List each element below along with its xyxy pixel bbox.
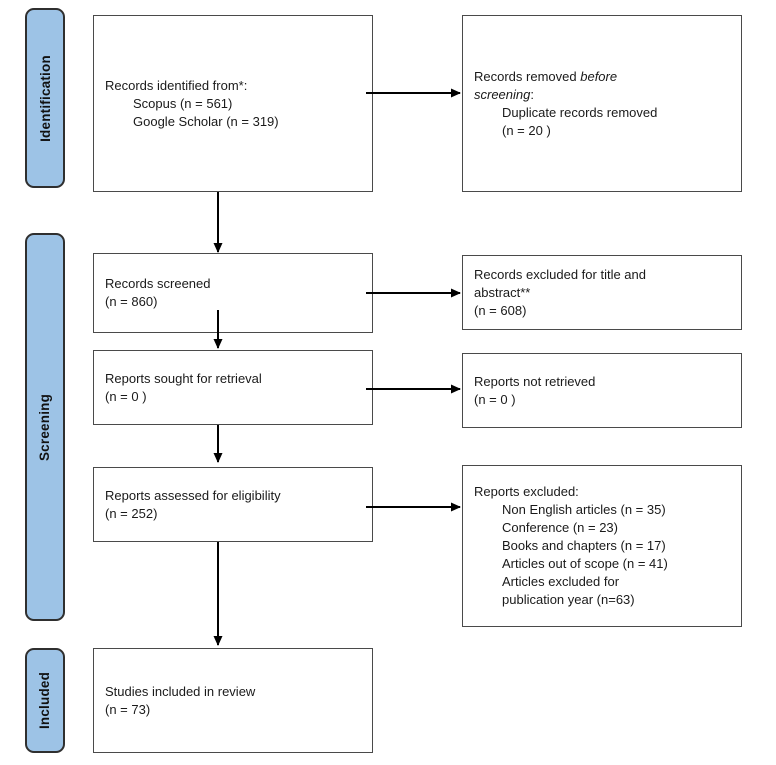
records-excluded-line2: abstract**	[474, 284, 531, 300]
box-studies-included: Studies included in review (n = 73)	[93, 648, 373, 753]
records-removed-title-line2: screening:	[474, 86, 735, 104]
records-removed-item: Duplicate records removed	[502, 104, 658, 120]
records-screened-title: Records screened	[105, 276, 211, 291]
box-records-identified: Records identified from*: Scopus (n = 56…	[93, 15, 373, 192]
box-records-excluded: Records excluded for title and abstract*…	[462, 255, 742, 330]
box-reports-assessed: Reports assessed for eligibility (n = 25…	[93, 467, 373, 542]
reports-sought-count: (n = 0 )	[105, 388, 147, 404]
stage-screening-label: Screening	[37, 393, 53, 461]
reports-not-retrieved-count: (n = 0 )	[474, 391, 516, 407]
box-reports-not-retrieved: Reports not retrieved (n = 0 )	[462, 353, 742, 428]
records-identified-title: Records identified from*:	[105, 77, 248, 93]
records-removed-title-colon: :	[530, 86, 534, 102]
records-screened-count: (n = 860)	[105, 294, 158, 309]
reports-sought-title: Reports sought for retrieval	[105, 370, 262, 386]
records-removed-item: (n = 20 )	[502, 122, 551, 138]
studies-included-title: Studies included in review	[105, 683, 256, 699]
stage-included-label: Included	[37, 671, 53, 730]
reports-excluded-item: Books and chapters (n = 17)	[502, 538, 666, 553]
stage-bar-identification: Identification	[25, 8, 65, 188]
stage-identification-label: Identification	[37, 54, 53, 142]
records-removed-title-normal: Records removed	[474, 68, 577, 84]
box-reports-excluded: Reports excluded: Non English articles (…	[462, 465, 742, 627]
reports-assessed-title: Reports assessed for eligibility	[105, 487, 281, 503]
reports-excluded-item: Articles excluded for	[502, 574, 620, 589]
reports-assessed-count: (n = 252)	[105, 505, 158, 521]
stage-bar-screening: Screening	[25, 233, 65, 621]
records-identified-item: Scopus (n = 561)	[133, 95, 233, 111]
reports-excluded-item: publication year (n=63)	[502, 592, 635, 607]
records-removed-title-italic: screening	[474, 86, 531, 102]
box-records-removed: Records removed before screening: Duplic…	[462, 15, 742, 192]
records-identified-item: Google Scholar (n = 319)	[133, 113, 279, 129]
reports-not-retrieved-title: Reports not retrieved	[474, 373, 596, 389]
reports-excluded-item: Conference (n = 23)	[502, 520, 618, 535]
studies-included-count: (n = 73)	[105, 701, 151, 717]
records-removed-title-italic: before	[580, 68, 618, 84]
reports-excluded-item: Articles out of scope (n = 41)	[502, 556, 668, 571]
box-reports-sought: Reports sought for retrieval (n = 0 )	[93, 350, 373, 425]
reports-excluded-item: Non English articles (n = 35)	[502, 502, 666, 517]
stage-bar-included: Included	[25, 648, 65, 753]
records-removed-title-line1: Records removed before	[474, 68, 735, 86]
box-records-screened: Records screened (n = 860)	[93, 253, 373, 333]
records-excluded-count: (n = 608)	[474, 302, 527, 318]
records-excluded-line1: Records excluded for title and	[474, 266, 646, 282]
reports-excluded-title: Reports excluded:	[474, 484, 579, 499]
